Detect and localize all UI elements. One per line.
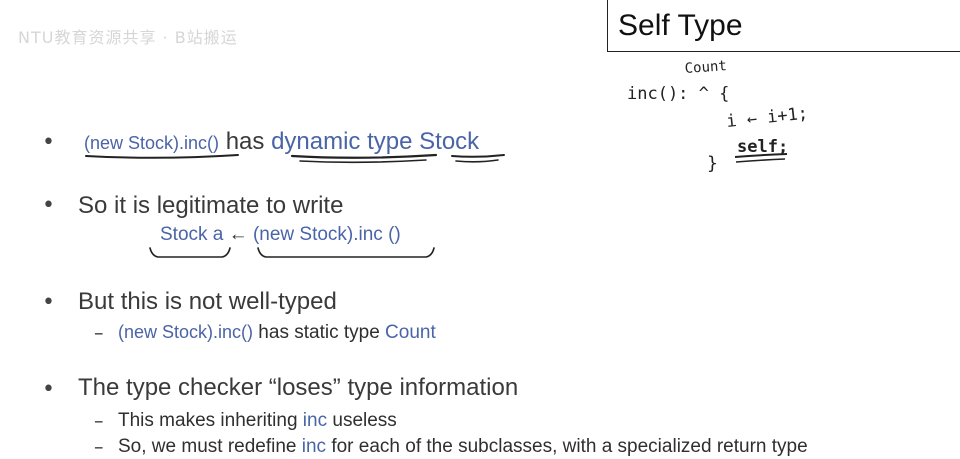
bullet-dot-4: •: [42, 377, 55, 402]
bullet-4-sub-1: This makes inheriting inc useless: [118, 410, 397, 431]
slide-title-box: Self Type: [607, 0, 960, 52]
bullet-1-type: Stock: [419, 128, 480, 155]
bullet-1-code: (new Stock).inc(): [84, 133, 220, 153]
bullet-1-middle: has: [219, 128, 272, 155]
watermark-text: NTU教育资源共享 · B站搬运: [18, 28, 238, 47]
slide-title: Self Type: [618, 9, 743, 42]
handwritten-annotation: Count inc(): ^ { i ← i+1; self; }: [627, 58, 809, 174]
bullet-3-sub-type: Count: [385, 322, 436, 343]
hand-line-2: i ← i+1;: [725, 104, 809, 132]
ink-bracket-left: [149, 247, 231, 258]
bullet-2-code-right: (new Stock).inc (): [252, 224, 401, 245]
hand-line-3: self;: [737, 137, 788, 157]
hand-close-brace: }: [707, 153, 718, 174]
bullet-2-arrow: ←: [223, 224, 253, 245]
bullet-4-dash-1: –: [94, 410, 104, 432]
bullet-2: So it is legitimate to write: [78, 192, 344, 219]
ink-underline-bullet1-type-2: [455, 159, 499, 163]
hand-line-1: inc(): ^ {: [627, 84, 729, 104]
bullet-4-sub-1-kw: inc: [302, 410, 328, 431]
bullet-2-code-left: Stock a: [160, 224, 224, 245]
bullet-dot-2: •: [42, 193, 55, 218]
bullet-3-sub-code: (new Stock).inc(): [118, 322, 254, 342]
bullet-4-sub-2-kw: inc: [301, 436, 327, 457]
bullet-1-emph: dynamic type: [271, 128, 413, 155]
bullet-dot-3: •: [42, 290, 55, 315]
bullet-3-sub: (new Stock).inc() has static type Count: [118, 322, 436, 344]
bullet-2-code-line: Stock a ← (new Stock).inc (): [160, 224, 401, 246]
bullet-3: But this is not well-typed: [78, 288, 337, 315]
ink-bracket-right: [257, 247, 435, 258]
bullet-3-sub-middle: has static type: [253, 322, 386, 343]
bullet-4-dash-2: –: [94, 436, 104, 458]
hand-over-count: Count: [684, 58, 727, 77]
bullet-4-sub-2: So, we must redefine inc for each of the…: [118, 436, 808, 457]
bullet-3-dash: –: [94, 322, 104, 344]
bullet-1: (new Stock).inc() has dynamic type Stock: [84, 128, 479, 156]
bullet-4: The type checker “loses” type informatio…: [78, 374, 519, 401]
ink-underline-bullet1-dynamic-2: [299, 159, 427, 164]
bullet-dot-1: •: [42, 130, 55, 155]
